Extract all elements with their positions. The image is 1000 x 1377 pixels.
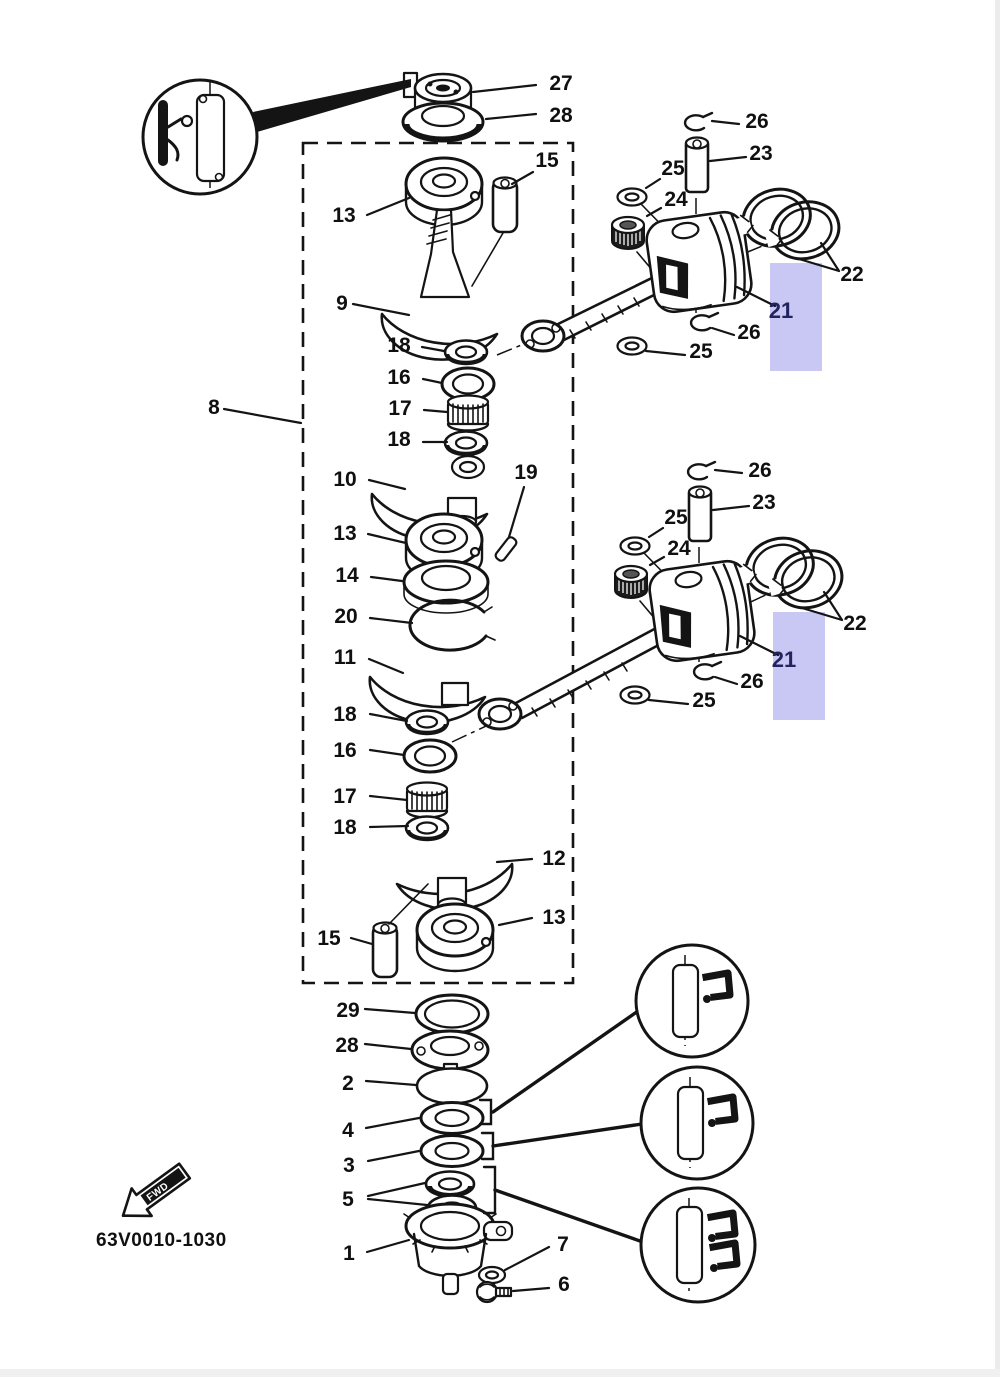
piston-kit-1 xyxy=(612,113,846,371)
callout-26-b: 26 xyxy=(737,321,760,344)
inset-pin-clip-top xyxy=(141,78,411,196)
callout-26-a: 26 xyxy=(745,110,768,133)
callout-8: 8 xyxy=(208,396,220,419)
inset-pin-clip-3 xyxy=(639,1186,757,1304)
callout-18-d: 18 xyxy=(333,816,357,839)
callout-18-a: 18 xyxy=(387,334,411,357)
callout-13-c: 13 xyxy=(542,906,565,929)
callout-14: 14 xyxy=(335,564,359,587)
inset-pin-clip-1 xyxy=(634,943,750,1059)
crankshaft-assembly xyxy=(349,156,535,979)
callout-15-a: 15 xyxy=(535,149,559,172)
callout-23-b: 23 xyxy=(752,491,775,514)
callout-13-a: 13 xyxy=(332,204,355,227)
callout-18-c: 18 xyxy=(333,703,357,726)
callout-1: 1 xyxy=(343,1242,355,1265)
callout-25-d: 25 xyxy=(692,689,716,712)
leader-8 xyxy=(222,407,303,425)
callout-28-top: 28 xyxy=(549,104,573,127)
inset-wedge-pointer xyxy=(253,79,411,132)
callout-6: 6 xyxy=(558,1273,570,1296)
callout-22-b: 22 xyxy=(843,612,866,635)
callout-11: 11 xyxy=(334,646,357,669)
callout-25-b: 25 xyxy=(689,340,713,363)
callout-21-a-highlighted: 21 xyxy=(769,298,793,323)
callout-3: 3 xyxy=(343,1154,355,1177)
part-28-housing xyxy=(401,101,485,143)
diagram-code: 63V0010-1030 xyxy=(96,1230,227,1251)
callout-16-a: 16 xyxy=(387,366,410,389)
callout-2: 2 xyxy=(342,1072,354,1095)
callout-26-c: 26 xyxy=(748,459,771,482)
bottom-edge-strip xyxy=(0,1369,1000,1377)
part-6-bolt xyxy=(475,1280,513,1304)
callout-18-b: 18 xyxy=(387,428,411,451)
leaders-27-28 xyxy=(471,83,538,121)
callout-21-b-highlighted: 21 xyxy=(772,647,796,672)
callout-24-a: 24 xyxy=(664,188,688,211)
callout-27: 27 xyxy=(549,72,572,95)
callout-12: 12 xyxy=(542,847,565,870)
callout-29: 29 xyxy=(336,999,359,1022)
part-1-housing xyxy=(403,1202,514,1296)
callout-17-b: 17 xyxy=(333,785,356,808)
callout-24-b: 24 xyxy=(667,537,691,560)
lower-bearing-stack xyxy=(363,993,644,1304)
crank-assembly-dashed-box xyxy=(301,141,575,985)
callout-9: 9 xyxy=(336,292,348,315)
callout-16-b: 16 xyxy=(333,739,356,762)
piston-kit-2 xyxy=(615,462,849,720)
callout-15-b: 15 xyxy=(317,927,341,950)
callout-22-a: 22 xyxy=(840,263,863,286)
callout-10: 10 xyxy=(333,468,356,491)
callout-20: 20 xyxy=(334,605,357,628)
callout-19: 19 xyxy=(514,461,537,484)
callout-28-bottom: 28 xyxy=(335,1034,359,1057)
inset-pin-clip-2 xyxy=(639,1065,755,1181)
callout-23-a: 23 xyxy=(749,142,772,165)
callout-25-c: 25 xyxy=(664,506,688,529)
callout-7: 7 xyxy=(557,1233,569,1256)
callout-26-d: 26 xyxy=(740,670,763,693)
callout-17-a: 17 xyxy=(388,397,411,420)
callout-13-b: 13 xyxy=(333,522,356,545)
callout-labels: 27 28 15 13 9 8 18 16 17 18 10 19 13 14 … xyxy=(208,72,867,1296)
callout-25-a: 25 xyxy=(661,157,685,180)
inset-leader-lines xyxy=(491,1007,644,1243)
fwd-arrow: FWD xyxy=(121,1162,192,1218)
right-edge-strip xyxy=(995,0,1000,1377)
callout-5: 5 xyxy=(342,1188,354,1211)
callout-4: 4 xyxy=(342,1119,354,1142)
